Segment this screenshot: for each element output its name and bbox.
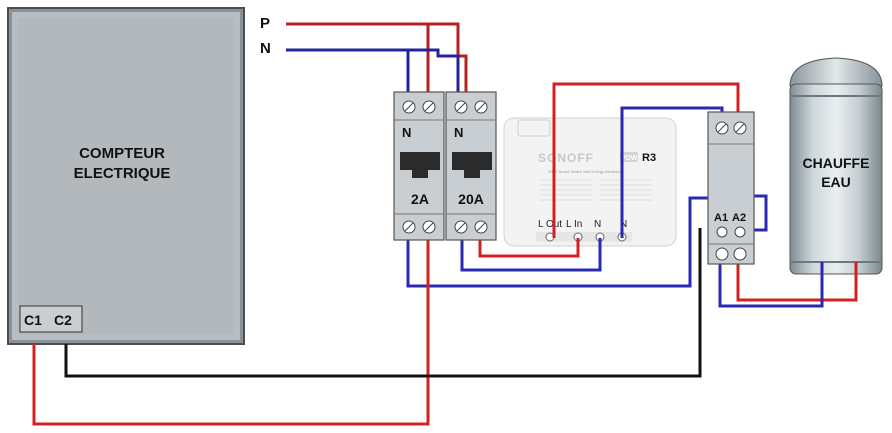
breaker2-rating: 20A [458, 191, 484, 207]
wire-c2-to-a1 [64, 228, 702, 378]
wire-supply-neutral [286, 48, 460, 104]
wire-contactor-neutral-to-heater [718, 264, 824, 308]
breaker-2a: N 2A [393, 91, 445, 241]
meter-contact-block [19, 305, 83, 333]
wire-breaker2-neutral-to-n [460, 228, 602, 272]
contactor-coil-a1: A1 [714, 212, 728, 224]
heater-title-line2: EAU [821, 174, 851, 190]
contactor-coil-a2: A2 [732, 212, 746, 224]
heater-terminals [820, 262, 858, 276]
meter-contact-c1: C1 [24, 312, 42, 328]
neutral-label: N [260, 40, 271, 57]
phase-label: P [260, 15, 270, 32]
breaker1-rating: 2A [411, 191, 429, 207]
wire-lout-to-contactor [552, 82, 740, 238]
sonoff-terminal-strip [536, 232, 632, 242]
sonoff-terminal-lout: L Out [538, 219, 562, 230]
electric-meter: COMPTEUR ELECTRIQUE C1 C2 [7, 7, 245, 345]
wire-c1-to-breaker1 [32, 228, 430, 426]
wire-contactor-phase-to-heater [736, 264, 858, 302]
breaker1-neutral-mark: N [402, 125, 411, 140]
water-heater: CHAUFFE EAU [789, 57, 883, 275]
breaker2-toggle [452, 152, 492, 170]
sonoff-badge-box [620, 152, 638, 162]
sonoff-subtitle: Wi-Fi Smart Switch with Energy Monitorin… [548, 169, 624, 174]
sonoff-pow-r3: SONOFF POW R3 Wi-Fi Smart Switch with En… [503, 117, 677, 247]
sonoff-brand: SONOFF [538, 151, 594, 165]
sonoff-spec-lines [540, 179, 652, 201]
breaker1-toggle [400, 152, 440, 170]
sonoff-badge: POW [621, 155, 638, 162]
breaker-20a: N 20A [445, 91, 497, 241]
meter-title-line1: COMPTEUR [79, 145, 165, 162]
sonoff-terminal-n1: N [594, 219, 601, 230]
sonoff-model: R3 [642, 152, 656, 164]
sonoff-terminal-lin: L In [566, 219, 582, 230]
contactor: A1 A2 [707, 111, 755, 265]
heater-title-line1: CHAUFFE [803, 155, 870, 171]
breaker2-neutral-mark: N [454, 125, 463, 140]
wire-breaker2-phase-to-lin [478, 228, 580, 258]
meter-title-line2: ELECTRIQUE [74, 165, 171, 182]
meter-contact-c2: C2 [54, 312, 72, 328]
sonoff-terminal-n2: N [620, 219, 627, 230]
